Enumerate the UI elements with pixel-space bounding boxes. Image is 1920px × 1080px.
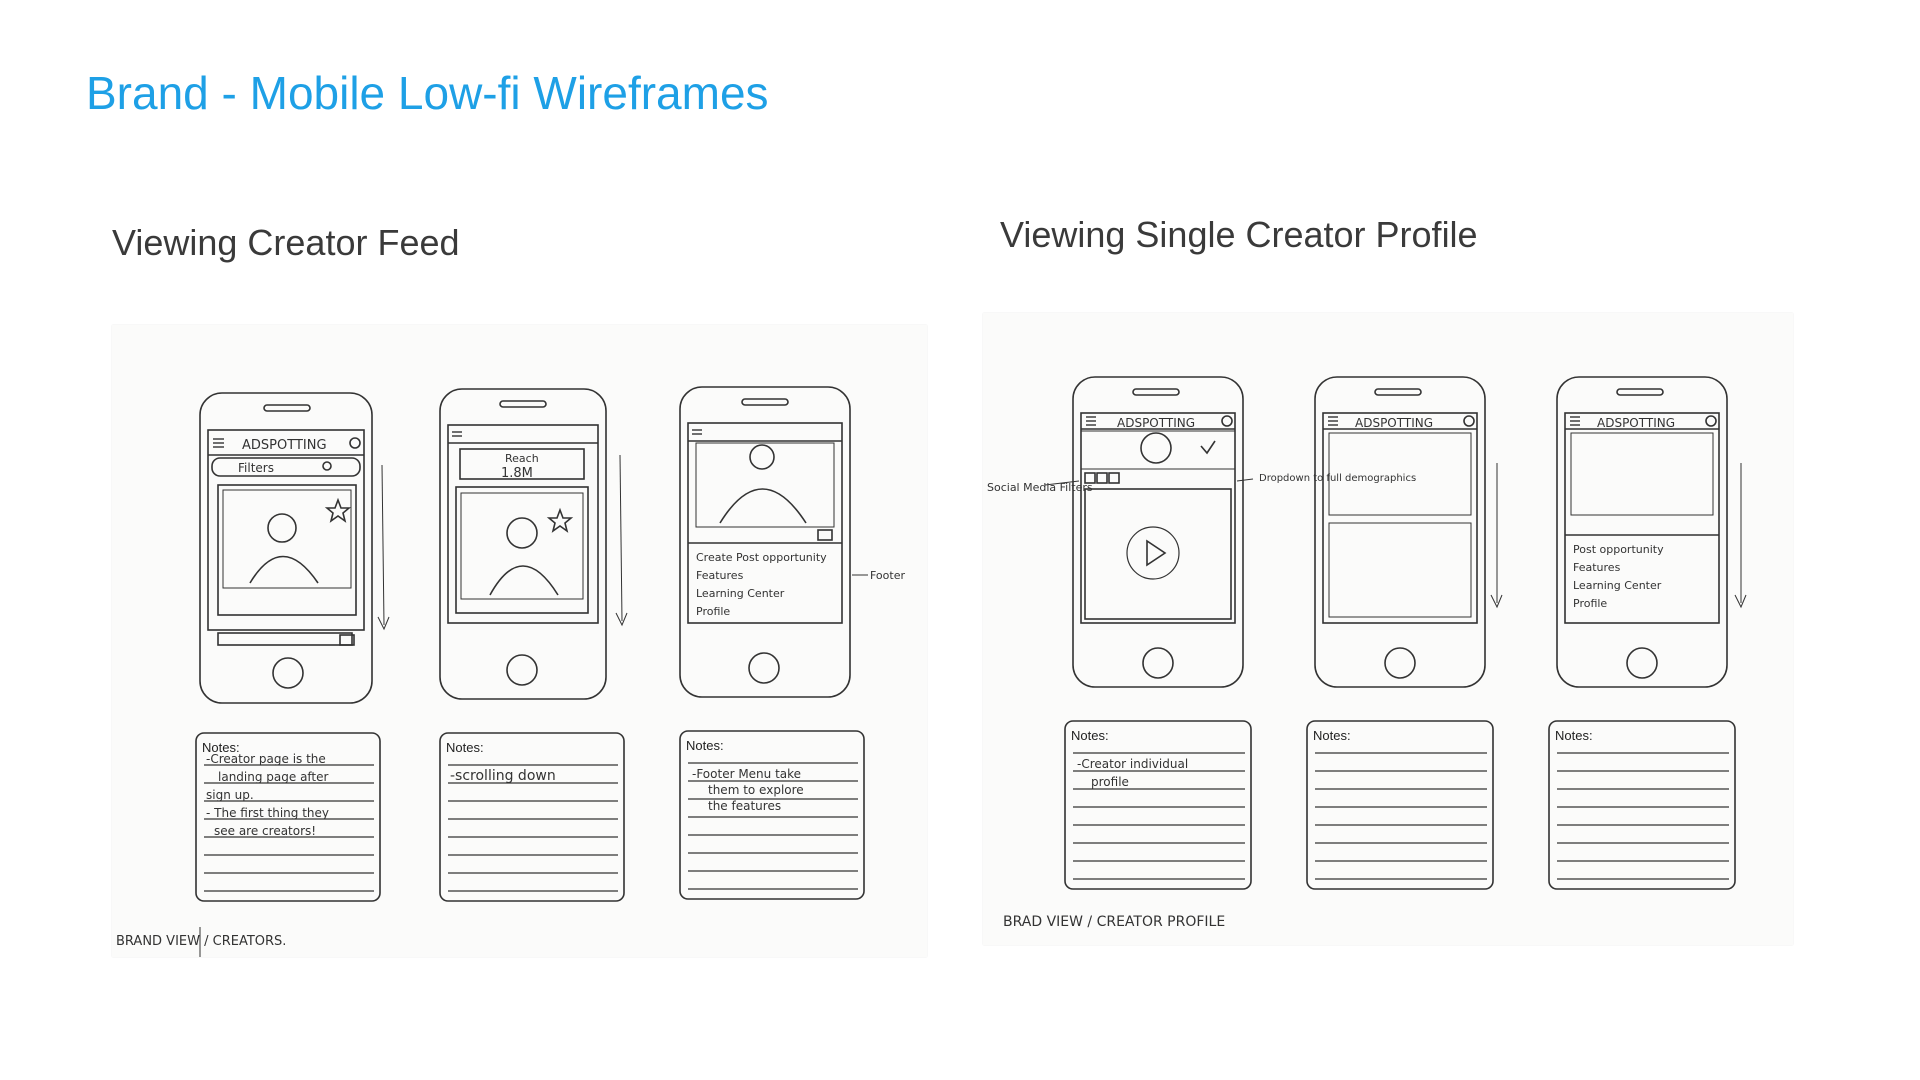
menu-item-4: Profile <box>1573 597 1607 610</box>
menu-item-2: Features <box>1573 561 1621 574</box>
section-title-creator-profile: Viewing Single Creator Profile <box>1000 214 1478 255</box>
creator-card <box>455 486 589 614</box>
note-line: -Creator page is the <box>206 752 326 766</box>
slide-title: Brand - Mobile Low-fi Wireframes <box>86 67 769 119</box>
menu-icon <box>452 431 462 437</box>
sketch-caption: BRAD VIEW / CREATOR PROFILE <box>1003 914 1225 930</box>
sketch-creator-feed: ADSPOTTING Filters Reach 1.8M <box>112 325 927 957</box>
notes-box-2: Notes: <box>1306 720 1494 890</box>
annotation-dropdown: Dropdown to full demographics <box>1259 473 1416 484</box>
social-filter-icon <box>1096 472 1108 484</box>
note-line: - The first thing they <box>206 806 329 820</box>
settings-icon <box>349 437 361 449</box>
note-line: -scrolling down <box>450 768 556 784</box>
annotation-social: Social Media Filters <box>987 481 1093 494</box>
note-line: see are creators! <box>214 824 316 838</box>
footer-toggle-icon <box>817 529 833 541</box>
note-line: landing page after <box>218 770 329 784</box>
note-line: profile <box>1091 775 1129 789</box>
notes-box-3: Notes: <box>1548 720 1736 890</box>
reach-label: Reach <box>505 452 539 465</box>
svg-text:Notes:: Notes: <box>1071 728 1109 743</box>
star-icon <box>324 497 352 523</box>
avatar-sketch <box>1140 432 1172 464</box>
avatar-sketch <box>267 513 297 543</box>
settings-icon <box>1221 415 1233 427</box>
svg-text:Notes:: Notes: <box>1555 728 1593 743</box>
settings-icon <box>1705 415 1717 427</box>
svg-text:Notes:: Notes: <box>1313 728 1351 743</box>
sketch-creator-profile: ADSPOTTING Social Media Filters Dropdown… <box>983 313 1793 945</box>
dropdown-icon <box>339 634 355 646</box>
menu-icon <box>213 438 224 448</box>
menu-icon <box>1570 416 1580 426</box>
phone-wireframe-3: Footer Create Post opportunity Features … <box>679 386 905 698</box>
notes-box-1: Notes: -Creator individual profile <box>1064 720 1252 890</box>
phone-wireframe-1: ADSPOTTING Filters <box>199 392 390 704</box>
search-icon <box>322 461 332 471</box>
filters-search-bar <box>211 457 361 477</box>
menu-item-3: Learning Center <box>696 587 785 600</box>
svg-text:Notes:: Notes: <box>446 740 484 755</box>
menu-item-1: Post opportunity <box>1573 543 1664 556</box>
chevron-down-icon <box>1200 440 1216 455</box>
note-line: -Creator individual <box>1077 757 1188 771</box>
phone-wireframe-2: Reach 1.8M <box>439 388 628 700</box>
notes-box-3: Notes: -Footer Menu take them to explore… <box>679 730 865 900</box>
menu-item-3: Learning Center <box>1573 579 1662 592</box>
note-line: -Footer Menu take <box>692 767 801 781</box>
footer-annotation: Footer <box>870 569 905 582</box>
phone-wireframe-2: ADSPOTTING <box>1314 376 1503 688</box>
creator-card <box>217 484 357 616</box>
menu-item-2: Features <box>696 569 744 582</box>
app-name: ADSPOTTING <box>242 438 327 453</box>
app-name: ADSPOTTING <box>1117 416 1195 430</box>
play-icon <box>1146 539 1167 567</box>
menu-item-4: Profile <box>696 605 730 618</box>
video-card <box>1084 488 1232 620</box>
app-name: ADSPOTTING <box>1597 416 1675 430</box>
menu-icon <box>1086 416 1096 426</box>
sketch-caption: BRAND VIEW / CREATORS. <box>116 934 286 949</box>
phone-wireframe-3: ADSPOTTING Post opportunity Features Lea… <box>1556 376 1747 688</box>
social-filter-icon <box>1108 472 1120 484</box>
svg-text:Notes:: Notes: <box>686 738 724 753</box>
filters-label: Filters <box>238 461 274 475</box>
menu-icon <box>1328 416 1338 426</box>
settings-icon <box>1463 415 1475 427</box>
reach-value: 1.8M <box>501 466 533 481</box>
menu-icon <box>692 429 702 435</box>
note-line: sign up. <box>206 788 254 802</box>
section-title-creator-feed: Viewing Creator Feed <box>112 222 460 263</box>
social-filter-icon <box>1084 472 1096 484</box>
svg-text:Notes:: Notes: <box>202 740 240 755</box>
notes-box-2: Notes: -scrolling down <box>439 732 625 902</box>
note-line: them to explore <box>708 783 804 797</box>
star-icon <box>546 507 574 533</box>
note-line: the features <box>708 799 781 813</box>
phone-wireframe-1: ADSPOTTING Social Media Filters Dropdown… <box>987 376 1416 688</box>
notes-box-1: Notes: -Creator page is the landing page… <box>195 732 381 902</box>
menu-item-1: Create Post opportunity <box>696 551 827 564</box>
app-name: ADSPOTTING <box>1355 416 1433 430</box>
